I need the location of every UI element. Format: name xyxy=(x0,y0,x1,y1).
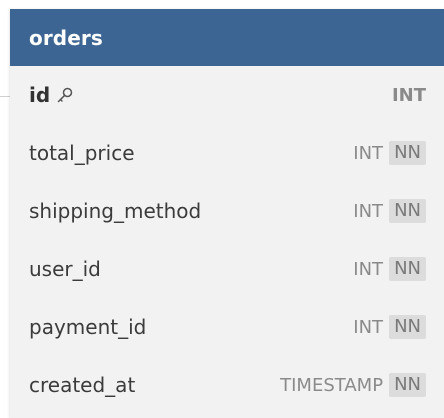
column-type: TIMESTAMP xyxy=(280,374,384,396)
column-name-text: id xyxy=(29,83,51,107)
orders-table-node[interactable]: orders id INT total_price INT xyxy=(10,9,444,418)
not-null-badge: NN xyxy=(389,373,426,397)
not-null-badge: NN xyxy=(389,257,426,281)
column-type: INT xyxy=(391,84,426,106)
column-row-shipping-method[interactable]: shipping_method INT NN xyxy=(10,182,444,240)
table-title: orders xyxy=(29,25,103,50)
column-name: total_price xyxy=(29,141,135,165)
column-list: id INT total_price INT NN shipping_metho… xyxy=(10,66,444,414)
table-header[interactable]: orders xyxy=(10,9,444,66)
column-name: payment_id xyxy=(29,315,147,339)
column-type: INT xyxy=(353,142,384,164)
column-type: INT xyxy=(353,316,384,338)
column-row-user-id[interactable]: user_id INT NN xyxy=(10,240,444,298)
column-name: id xyxy=(29,83,74,107)
column-type: INT xyxy=(353,200,384,222)
relationship-line xyxy=(0,96,12,97)
column-row-id[interactable]: id INT xyxy=(10,66,444,124)
not-null-badge: NN xyxy=(389,141,426,165)
column-type: INT xyxy=(353,258,384,280)
column-name: created_at xyxy=(29,373,136,397)
column-name: shipping_method xyxy=(29,199,202,223)
column-row-total-price[interactable]: total_price INT NN xyxy=(10,124,444,182)
column-row-created-at[interactable]: created_at TIMESTAMP NN xyxy=(10,356,444,414)
key-icon xyxy=(57,87,73,103)
column-name: user_id xyxy=(29,257,101,281)
not-null-badge: NN xyxy=(389,199,426,223)
column-row-payment-id[interactable]: payment_id INT NN xyxy=(10,298,444,356)
not-null-badge: NN xyxy=(389,315,426,339)
